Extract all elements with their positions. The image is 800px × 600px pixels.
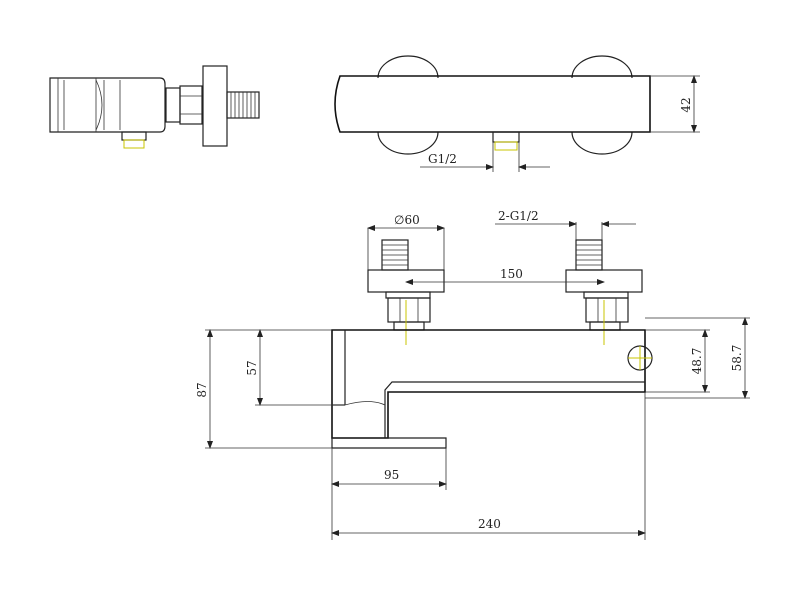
front-view-left-hex xyxy=(387,297,431,323)
front-view-left-flange xyxy=(367,269,445,293)
front-view-spout xyxy=(331,437,447,449)
dim-42-label: 42 xyxy=(679,97,693,112)
dim-150-label: 150 xyxy=(500,267,523,281)
top-view-body xyxy=(334,75,651,133)
dim-240-label: 240 xyxy=(478,517,501,531)
dim-95-label: 95 xyxy=(384,468,399,482)
dim-57-label: 57 xyxy=(245,360,259,375)
side-view-flange xyxy=(202,65,228,147)
top-view-right-handle xyxy=(571,55,633,79)
front-view-right-hex xyxy=(585,297,629,323)
dim-58-7-label: 58.7 xyxy=(730,345,744,372)
side-view-outlet xyxy=(121,131,147,141)
side-view-hex-nut xyxy=(179,85,203,125)
front-view-body xyxy=(331,329,646,439)
dim-48-7-label: 48.7 xyxy=(690,348,704,375)
dim-2g12-label: 2-G1/2 xyxy=(498,209,539,223)
front-view-right-flange xyxy=(565,269,643,293)
top-view: 42 G1/2 xyxy=(334,55,700,172)
dim-87-label: 87 xyxy=(195,382,209,397)
side-view xyxy=(49,65,260,149)
dim-g12-label: G1/2 xyxy=(428,152,457,166)
front-view: ∅60 2-G1/2 150 87 57 48.7 58.7 95 xyxy=(195,209,750,540)
dim-diameter-60-label: ∅60 xyxy=(394,213,420,227)
top-view-left-handle xyxy=(377,55,439,79)
side-view-handle xyxy=(49,77,166,133)
